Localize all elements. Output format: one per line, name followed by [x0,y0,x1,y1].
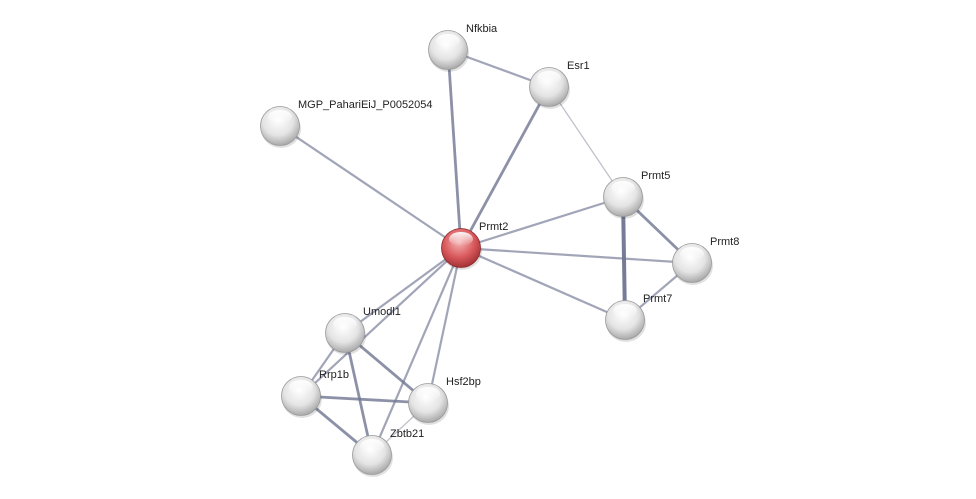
node-highlight [436,34,460,48]
node-prmt2[interactable]: Prmt2 [441,221,509,270]
node-rrp1b[interactable]: Rrp1b [281,369,349,418]
edge-mgp-prmt2[interactable] [279,125,462,249]
node-nfkbia[interactable]: Nfkbia [428,23,499,72]
edge-esr1-prmt5[interactable] [548,86,624,198]
node-umodl1[interactable]: Umodl1 [325,306,401,355]
node-highlight [449,232,473,246]
node-label: Nfkbia [466,23,498,35]
edge-umodl1-zbtb21[interactable] [343,332,374,456]
edge-prmt2-umodl1[interactable] [344,247,462,334]
node-mgp[interactable]: MGP_PahariEiJ_P0052054 [260,99,433,148]
nodes-layer: NfkbiaEsr1MGP_PahariEiJ_P0052054Prmt5Prm… [260,23,740,477]
node-label: Rrp1b [319,369,349,381]
node-label: Prmt2 [479,221,508,233]
node-highlight [611,181,635,195]
node-zbtb21[interactable]: Zbtb21 [352,428,425,477]
node-label: Umodl1 [363,306,401,318]
node-highlight [613,304,637,318]
node-prmt5[interactable]: Prmt5 [603,170,671,219]
edge-prmt2-rrp1b[interactable] [300,247,462,397]
node-label: Zbtb21 [390,428,424,440]
node-prmt8[interactable]: Prmt8 [672,236,740,285]
node-label: Prmt7 [643,293,672,305]
node-highlight [268,110,292,124]
node-label: Esr1 [567,60,590,72]
node-highlight [537,71,561,85]
node-hsf2bp[interactable]: Hsf2bp [408,376,481,425]
edge-prmt2-hsf2bp[interactable] [426,247,463,404]
edge-rrp1b-hsf2bp[interactable] [300,394,429,405]
edge-prmt2-prmt7[interactable] [460,246,626,322]
node-label: Hsf2bp [446,376,481,388]
node-esr1[interactable]: Esr1 [529,60,590,109]
edge-nfkbia-prmt2[interactable] [446,49,463,249]
node-label: MGP_PahariEiJ_P0052054 [298,99,433,111]
node-label: Prmt8 [710,236,739,248]
edge-prmt2-prmt5[interactable] [460,195,624,250]
node-highlight [416,387,440,401]
node-label: Prmt5 [641,170,670,182]
edge-prmt2-zbtb21[interactable] [370,247,463,456]
edge-prmt2-prmt8[interactable] [460,246,693,265]
node-prmt7[interactable]: Prmt7 [605,293,673,342]
node-highlight [333,317,357,331]
node-highlight [360,439,384,453]
edge-esr1-prmt2[interactable] [459,86,551,249]
node-highlight [289,380,313,394]
edge-prmt5-prmt7[interactable] [621,196,627,321]
node-highlight [680,247,704,261]
